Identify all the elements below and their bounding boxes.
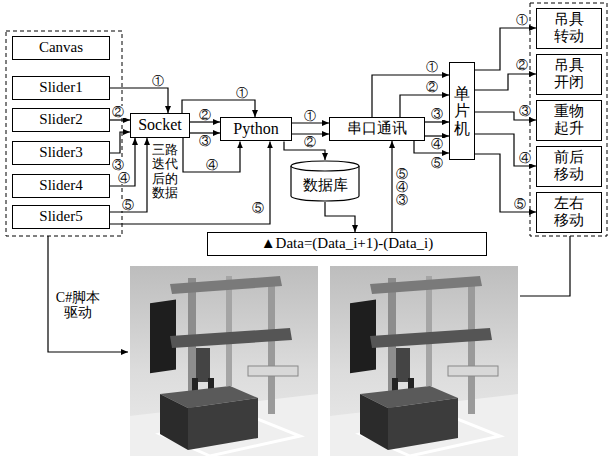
- callout-number: ②: [303, 136, 317, 148]
- box-text: 左右移动: [554, 195, 585, 230]
- actuator-box: 吊具转动: [536, 8, 602, 49]
- box-text: Socket: [138, 116, 182, 134]
- connector-arrow: [110, 138, 147, 212]
- actuator-box: 左右移动: [536, 192, 602, 233]
- callout-number: ⑤: [251, 202, 265, 214]
- crane-render-right: [330, 266, 518, 456]
- connector-arrow: [391, 141, 392, 232]
- actuator-box: 吊具开闭: [536, 54, 602, 95]
- actuator-box: 重物起升: [536, 100, 602, 141]
- callout-number: ②: [515, 59, 529, 71]
- callout-number: ②: [198, 109, 212, 121]
- formula-box: ▲Data=(Data_i+1)-(Data_i): [207, 232, 487, 256]
- slider-box: Slider3: [12, 141, 110, 165]
- connector-arrow: [425, 135, 449, 136]
- slider-box: Slider2: [12, 108, 110, 132]
- cylinder-top: [291, 161, 359, 171]
- database-cylinder: 数据库: [290, 160, 360, 202]
- python-box: Python: [220, 117, 292, 141]
- mcu-box: 单片机: [449, 62, 475, 160]
- box-text: 数据库: [303, 177, 348, 194]
- callout-number: ⑤④③: [395, 168, 409, 208]
- box-text: 重物起升: [554, 103, 585, 138]
- callout-number: ③: [111, 159, 125, 171]
- connector-arrow: [475, 74, 536, 90]
- callout-number: ①: [303, 110, 317, 122]
- box-text: Slider2: [39, 111, 82, 128]
- box-text: 串口通讯: [347, 120, 407, 137]
- connector-arrow: [325, 202, 355, 232]
- ui-group-frame: [6, 31, 122, 236]
- connector-arrow: [110, 141, 270, 224]
- actuator-box: 前后移动: [536, 146, 602, 187]
- box-text: 吊具转动: [554, 11, 585, 46]
- slider-box: Slider1: [12, 76, 110, 100]
- box-text: ▲Data=(Data_i+1)-(Data_i): [261, 235, 434, 252]
- crane-render-left: [130, 266, 318, 456]
- serial-box: 串口通讯: [329, 117, 425, 141]
- callout-number: ④: [205, 159, 219, 171]
- callout-number: ②: [111, 106, 125, 118]
- box-text: Slider4: [39, 177, 82, 194]
- callout-number: ①: [425, 61, 439, 73]
- callout-number: ①: [515, 14, 529, 26]
- callout-number: ③: [198, 135, 212, 147]
- actuator-render-line: [520, 236, 570, 296]
- callout-number: ③: [518, 105, 532, 117]
- connector-arrow: [425, 121, 449, 122]
- box-text: Canvas: [39, 39, 83, 56]
- callout-number: ④: [518, 152, 532, 164]
- callout-number: ④: [117, 172, 131, 184]
- callout-number: ①: [151, 75, 165, 87]
- connector-arrow: [475, 134, 536, 166]
- callout-number: ①: [235, 87, 249, 99]
- actuator-group-frame: [530, 3, 607, 236]
- connector-arrow: [475, 28, 536, 70]
- box-text: Python: [233, 120, 278, 138]
- connector-arrow: [190, 132, 220, 133]
- data-note: 三路迭代后的数据: [152, 143, 178, 200]
- callout-number: ③: [430, 108, 444, 120]
- connector-arrow: [292, 133, 329, 134]
- socket-box: Socket: [130, 113, 190, 138]
- box-text: 前后移动: [554, 149, 585, 184]
- script-drive-line: [48, 236, 128, 352]
- box-text: 吊具开闭: [554, 57, 585, 92]
- connector-arrow: [110, 119, 130, 120]
- connector-arrow: [182, 100, 255, 117]
- callout-number: ⑤: [513, 198, 527, 210]
- box-text: 单片机: [454, 85, 470, 138]
- slider-box: Slider4: [12, 174, 110, 198]
- slider-box: Slider5: [12, 205, 110, 229]
- connector-arrow: [110, 132, 130, 153]
- box-text: Slider3: [39, 144, 82, 161]
- connector-arrow: [190, 121, 220, 122]
- callout-number: ⑤: [430, 157, 444, 169]
- callout-number: ②: [425, 81, 439, 93]
- callout-number: ④: [430, 138, 444, 150]
- ui-box: Canvas: [12, 36, 110, 60]
- callout-number: ⑤: [121, 199, 135, 211]
- script-note: C#脚本驱动: [52, 290, 104, 321]
- box-text: Slider1: [39, 79, 82, 96]
- box-text: Slider5: [39, 208, 82, 225]
- connector-arrow: [110, 138, 135, 186]
- connector-arrow: [292, 122, 329, 123]
